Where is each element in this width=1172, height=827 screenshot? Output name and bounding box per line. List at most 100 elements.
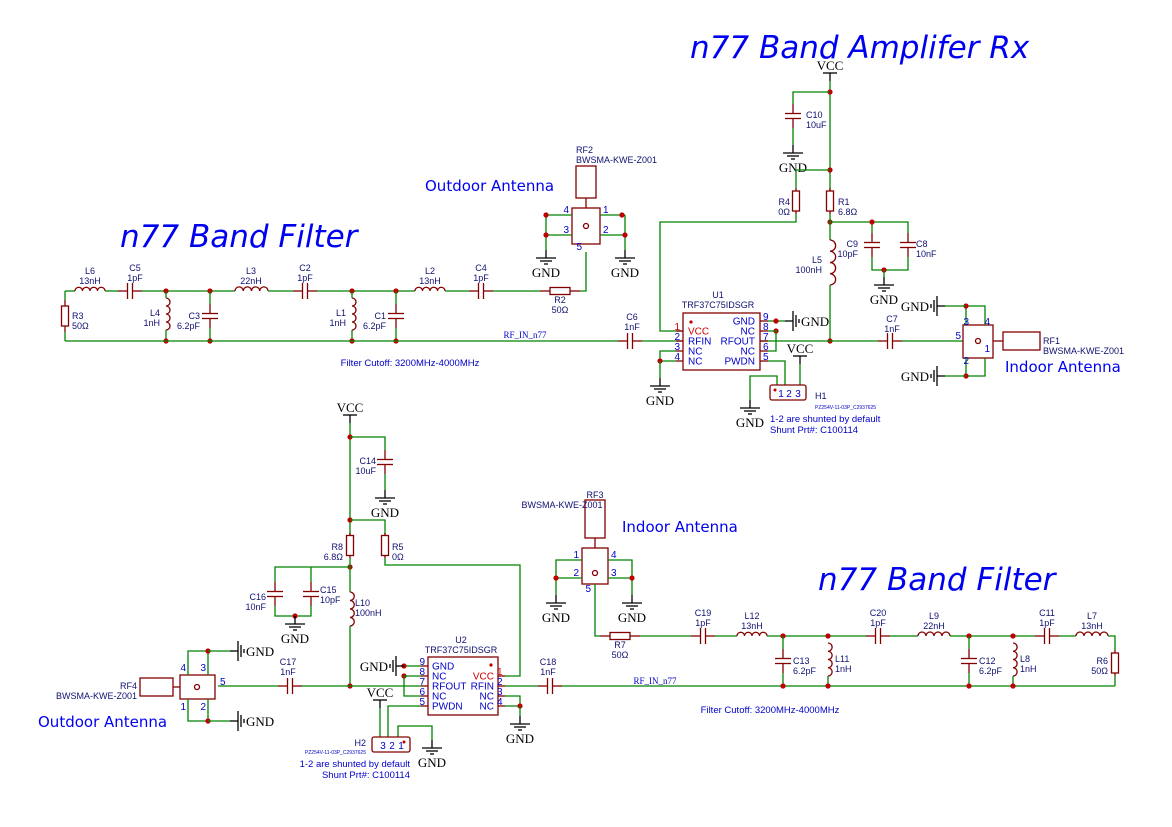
pin1-marker [489, 663, 493, 667]
wire [350, 519, 386, 535]
pin-number: 7 [419, 677, 425, 688]
value-label: BWSMA-KWE-Z001 [576, 155, 657, 165]
ref-label: L5 [812, 255, 822, 265]
value-label: BWSMA-KWE-Z001 [1043, 346, 1124, 356]
pin-number: 3 [497, 687, 503, 698]
ref-label: C7 [886, 314, 898, 324]
ref-label: R3 [72, 311, 84, 321]
value-label: 13nH [741, 621, 763, 631]
inductor [829, 239, 837, 286]
gnd-label: GND [901, 369, 929, 384]
pin-number: 3 [611, 568, 617, 579]
pin-name: RFOUT [721, 337, 755, 348]
pin-number: 4 [497, 697, 503, 708]
pin-number: 4 [180, 663, 186, 674]
header-h2 [371, 736, 411, 753]
pin-number: 5 [585, 584, 591, 595]
title-filter-top: n77 Band Filter [120, 219, 360, 255]
inductor [827, 642, 833, 677]
ref-label: C8 [916, 239, 928, 249]
value-label: 10uF [806, 120, 827, 130]
wire [187, 650, 209, 675]
value-label: 1nH [329, 318, 346, 328]
shunt-part: Shunt Prt#: C100114 [770, 425, 858, 436]
wire [1108, 635, 1116, 650]
wire [792, 91, 830, 104]
junction [825, 683, 831, 689]
value-label: 1nF [540, 667, 556, 677]
ref-label: C9 [846, 239, 858, 249]
pin-name: NC [432, 692, 446, 703]
wire [830, 221, 909, 233]
pin-number: 1 [180, 702, 186, 713]
ref-label: C16 [249, 592, 266, 602]
gnd-label: GND [246, 644, 274, 659]
connector-body [1002, 331, 1041, 351]
pin-number: 3 [674, 342, 680, 353]
value-label: TRF37C75IDSGR [425, 645, 498, 655]
resistor [549, 286, 571, 296]
connector-center [591, 569, 599, 577]
value-label: 6.8Ω [324, 552, 344, 562]
value-label: 100nH [795, 265, 822, 275]
pin-number: 2 [786, 389, 792, 400]
pin-number: 2 [200, 702, 206, 713]
ref-label: C17 [280, 657, 297, 667]
junction [773, 318, 779, 324]
pin-name: PWDN [432, 702, 463, 713]
pin1-marker [689, 320, 693, 324]
vcc-label: VCC [787, 341, 814, 356]
pin-name: NC [688, 357, 702, 368]
pin-number: 9 [419, 657, 425, 668]
wire [871, 257, 909, 271]
pin-number: 1 [603, 205, 609, 216]
value-label: 1nH [835, 664, 852, 674]
ref-label: L6 [85, 266, 95, 276]
ref-label: C5 [129, 263, 141, 273]
ref-label: RF2 [576, 145, 593, 155]
ref-label: L3 [246, 266, 256, 276]
value-label: BWSMA-KWE-Z001 [56, 691, 137, 701]
pin-name: GND [432, 662, 454, 673]
ref-label: H1 [815, 391, 827, 401]
ref-label: R4 [778, 197, 790, 207]
ref-label: C14 [359, 456, 376, 466]
inductor [414, 286, 446, 292]
ref-label: C12 [979, 656, 996, 666]
ref-label: C4 [475, 263, 487, 273]
gnd-label: GND [542, 610, 570, 625]
gnd-label: GND [246, 714, 274, 729]
wire [749, 375, 778, 400]
value-label: 50Ω [552, 305, 569, 315]
pin-name: GND [733, 317, 755, 328]
ref-label: U2 [455, 635, 467, 645]
pin-number: 2 [603, 225, 609, 236]
ref-label: U1 [712, 290, 724, 300]
wire [965, 358, 986, 377]
gnd-label: GND [360, 659, 388, 674]
connector-body [575, 165, 597, 199]
junction [869, 219, 875, 225]
wire [795, 169, 830, 188]
pin-number: 2 [674, 332, 680, 343]
pin-name: NC [688, 347, 702, 358]
connector-body [571, 207, 601, 245]
wire [768, 360, 786, 385]
pin-number: 5 [763, 352, 769, 363]
gnd-label: GND [371, 505, 399, 520]
value-label: 0Ω [778, 207, 790, 217]
gnd-label: GND [646, 393, 674, 408]
vcc-label: VCC [367, 685, 394, 700]
pin-number: 3 [380, 741, 386, 752]
inductor [165, 297, 171, 331]
value-label: 10pF [320, 595, 341, 605]
value-label: 6.2pF [363, 321, 387, 331]
ref-label: C10 [806, 110, 823, 120]
gnd-label: GND [736, 415, 764, 430]
value-label: 0Ω [392, 552, 404, 562]
ref-label: R7 [614, 640, 626, 650]
title-amp-rx: n77 Band Amplifer Rx [690, 30, 1030, 66]
ref-label: C1 [374, 311, 386, 321]
value-label: TRF37C75IDSGR [682, 300, 755, 310]
inductor [349, 591, 355, 627]
